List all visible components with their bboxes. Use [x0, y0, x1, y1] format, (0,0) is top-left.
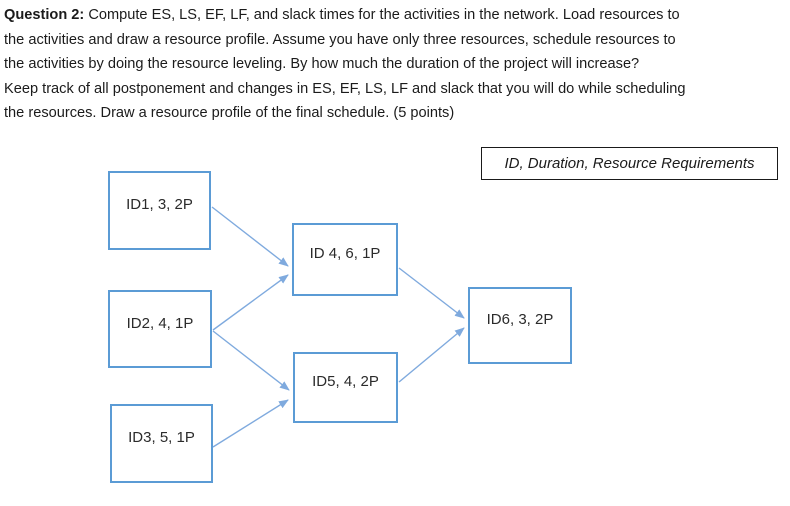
- node-id6: ID6, 3, 2P: [468, 287, 572, 364]
- node-id5-label: ID5, 4, 2P: [312, 373, 379, 390]
- node-id1: ID1, 3, 2P: [108, 171, 211, 250]
- question-paragraph: Question 2: Compute ES, LS, EF, LF, and …: [4, 3, 788, 126]
- question-line: the resources. Draw a resource profile o…: [4, 105, 455, 122]
- question-line: the activities by doing the resource lev…: [4, 56, 640, 73]
- node-id2-label: ID2, 4, 1P: [126, 314, 194, 332]
- arrow-id4-to-id6: [398, 267, 465, 319]
- question-line: Question 2: Compute ES, LS, EF, LF, and …: [4, 3, 788, 28]
- node-id3-label: ID3, 5, 1P: [128, 429, 195, 446]
- legend-label: ID, Duration, Resource Requirements: [504, 155, 755, 172]
- question-line: Keep track of all postponement and chang…: [4, 80, 686, 97]
- arrow-id2-to-id5: [212, 330, 290, 391]
- node-id4: ID 4, 6, 1P: [292, 223, 398, 296]
- question-line: the activities and draw a resource profi…: [4, 31, 676, 48]
- arrow-id1-to-id4: [211, 206, 289, 267]
- node-id6-label: ID6, 3, 2P: [486, 311, 554, 328]
- legend-box: ID, Duration, Resource Requirements: [481, 147, 778, 180]
- question-number: Question 2:: [4, 7, 85, 23]
- node-id1-label: ID1, 3, 2P: [126, 196, 193, 213]
- node-id5: ID5, 4, 2P: [293, 352, 398, 423]
- arrow-id3-to-id5: [212, 399, 289, 448]
- arrow-id5-to-id6: [398, 327, 465, 383]
- arrow-id2-to-id4: [212, 274, 289, 331]
- question-text: Compute ES, LS, EF, LF, and slack times …: [84, 7, 680, 23]
- node-id3: ID3, 5, 1P: [110, 404, 213, 483]
- node-id2: ID2, 4, 1P: [108, 290, 212, 368]
- node-id4-label: ID 4, 6, 1P: [309, 245, 381, 262]
